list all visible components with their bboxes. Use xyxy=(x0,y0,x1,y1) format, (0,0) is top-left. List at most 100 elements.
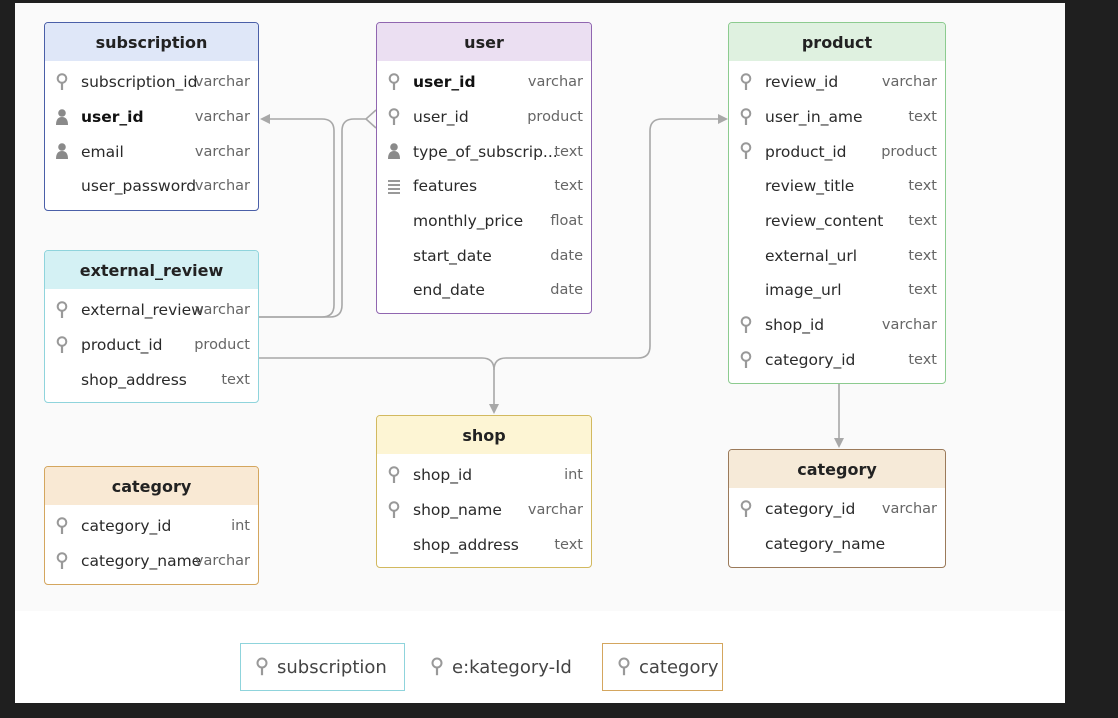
field-type: text xyxy=(908,282,937,299)
field-row[interactable]: email varchar xyxy=(45,134,258,169)
field-type: text xyxy=(908,351,937,368)
field-row[interactable]: user_id varchar xyxy=(377,65,591,100)
key-icon xyxy=(387,466,401,484)
field-name: external_url xyxy=(765,246,858,265)
field-type: product xyxy=(527,109,583,126)
field-name: product_id xyxy=(81,336,163,355)
field-name: subscription_id xyxy=(81,73,198,92)
field-row[interactable]: shop_address text xyxy=(45,362,258,397)
person-icon xyxy=(55,108,69,126)
field-type: text xyxy=(554,143,583,160)
entity-header: category xyxy=(45,467,258,505)
entity-header: product xyxy=(729,23,945,61)
field-type: int xyxy=(231,518,250,535)
field-type: product xyxy=(194,337,250,354)
field-name: email xyxy=(81,142,124,161)
field-row[interactable]: user_id product xyxy=(377,100,591,135)
key-icon xyxy=(55,301,69,319)
key-icon xyxy=(255,657,269,677)
field-type: varchar xyxy=(527,74,583,91)
field-name: review_title xyxy=(765,177,855,196)
field-name: shop_address xyxy=(81,370,187,389)
field-name: category_id xyxy=(765,500,856,519)
field-type: int xyxy=(564,467,583,484)
entity-header: user xyxy=(377,23,591,61)
field-type: varchar xyxy=(881,501,937,518)
person-icon xyxy=(55,142,69,160)
field-type: text xyxy=(554,536,583,553)
field-name: review_id xyxy=(765,73,839,92)
field-name: user_in_ame xyxy=(765,108,863,127)
field-name: user_id xyxy=(81,108,144,127)
legend-item-subscription: subscription xyxy=(240,643,405,691)
field-row[interactable]: category_name xyxy=(729,527,945,562)
field-type: text xyxy=(908,247,937,264)
field-type: varchar xyxy=(194,109,250,126)
field-row[interactable]: product_id product xyxy=(45,328,258,363)
field-name: user_password xyxy=(81,177,197,196)
key-icon xyxy=(387,73,401,91)
field-type: product xyxy=(881,143,937,160)
field-name: start_date xyxy=(413,246,492,265)
entity-header: external_review xyxy=(45,251,258,289)
field-row[interactable]: image_url text xyxy=(729,273,945,308)
field-name: type_of_subscrip... xyxy=(413,142,558,161)
field-row[interactable]: product_id product xyxy=(729,134,945,169)
key-icon xyxy=(387,107,401,126)
field-row[interactable]: category_id varchar xyxy=(729,492,945,527)
field-name: image_url xyxy=(765,281,842,300)
key-icon xyxy=(739,142,753,160)
field-name: review_content xyxy=(765,212,884,231)
key-icon xyxy=(55,551,69,570)
field-name: user_id xyxy=(413,108,469,127)
entity-header: subscription xyxy=(45,23,258,61)
field-list: category_id varchar category_name xyxy=(729,488,945,561)
field-type: varchar xyxy=(194,143,250,160)
field-type: varchar xyxy=(194,553,250,570)
key-icon xyxy=(617,657,631,677)
legend-label: subscription xyxy=(277,656,387,678)
field-type: varchar xyxy=(194,178,250,195)
field-row[interactable]: user_id varchar xyxy=(45,100,258,135)
field-row[interactable]: type_of_subscrip...text xyxy=(377,134,591,169)
field-type: text xyxy=(908,213,937,230)
field-name: user_id xyxy=(413,73,476,92)
legend-item-category: category xyxy=(602,643,723,691)
field-row[interactable]: review_content text xyxy=(729,204,945,239)
field-type: text xyxy=(221,371,250,388)
key-icon xyxy=(739,500,753,518)
legend-label: category xyxy=(639,656,719,678)
field-name: product_id xyxy=(765,142,847,161)
field-name: end_date xyxy=(413,281,485,300)
field-row[interactable]: external_url text xyxy=(729,238,945,273)
person-icon xyxy=(387,142,401,160)
